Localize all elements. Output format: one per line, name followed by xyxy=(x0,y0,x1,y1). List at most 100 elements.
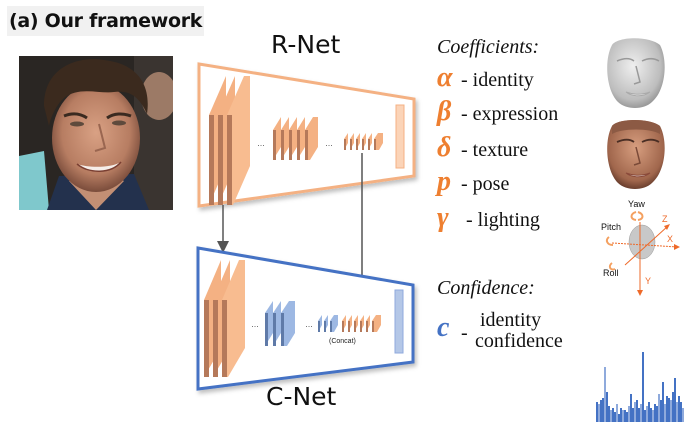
figure-title: (a) Our framework xyxy=(7,6,205,36)
histogram-bar xyxy=(662,382,664,422)
histogram-bar xyxy=(666,396,668,422)
r-net-ellipsis-1: … xyxy=(257,139,265,148)
yaw-label: Yaw xyxy=(628,199,645,209)
c-net-fc-layer xyxy=(394,289,404,354)
confidence-label: identity confidence xyxy=(475,310,563,352)
histogram-bar xyxy=(642,352,644,422)
y-axis-label: Y xyxy=(645,276,651,286)
histogram-bar xyxy=(680,402,682,422)
coefficient-expression: β- expression xyxy=(437,96,559,127)
coefficient-pose: p- pose xyxy=(437,166,510,197)
histogram-bar xyxy=(672,392,674,422)
histogram-bar xyxy=(648,402,650,422)
histogram-bar xyxy=(652,410,654,422)
r-net-label: R-Net xyxy=(271,30,341,59)
histogram-bar xyxy=(664,404,666,422)
coefficients-heading: Coefficients: xyxy=(437,36,540,58)
r-net-ellipsis-2: … xyxy=(325,139,333,148)
c-symbol: c xyxy=(437,312,450,343)
coefficient-identity: α- identity xyxy=(437,62,534,93)
histogram-bar xyxy=(634,402,636,422)
histogram-bar xyxy=(640,404,642,422)
concat-label: (Concat) xyxy=(329,338,356,345)
histogram-bar xyxy=(636,400,638,422)
shape-face-render xyxy=(607,38,665,108)
c-net-conv-layers-small-orange xyxy=(342,315,381,332)
histogram-bar xyxy=(600,400,602,422)
histogram-bar xyxy=(638,408,640,422)
histogram-bar xyxy=(604,367,606,422)
histogram-bar xyxy=(620,408,622,422)
histogram-bar xyxy=(624,410,626,422)
pitch-label: Pitch xyxy=(601,222,621,232)
c-net-conv-layers-small-blue xyxy=(318,315,338,332)
histogram-bar xyxy=(674,378,676,422)
r-net-conv-layers-mid xyxy=(273,117,318,160)
histogram-bar xyxy=(658,394,660,422)
roll-label: Roll xyxy=(603,268,619,278)
histogram-bar xyxy=(678,396,680,422)
coefficient-lighting: γ - lighting xyxy=(437,202,540,233)
c-net-ellipsis-2: … xyxy=(305,320,313,329)
confidence-heading: Confidence: xyxy=(437,277,535,299)
histogram-bar xyxy=(626,412,628,422)
c-net-block: … … xyxy=(196,246,415,391)
histogram-bar xyxy=(650,408,652,422)
z-axis-label: Z xyxy=(662,214,668,224)
coefficient-texture: δ- texture xyxy=(437,132,529,163)
r-net-block: … … xyxy=(197,62,416,208)
histogram-bar xyxy=(622,410,624,422)
face-photo-icon xyxy=(19,56,173,210)
input-face-photo xyxy=(19,56,173,210)
histogram-bar xyxy=(610,410,612,422)
histogram-bar xyxy=(654,404,656,422)
histogram-bar xyxy=(682,408,684,422)
pose-head-icon xyxy=(628,224,656,260)
confidence-dash: - xyxy=(461,322,468,344)
histogram-bar xyxy=(596,402,598,422)
c-net-label: C-Net xyxy=(266,382,337,411)
pose-axes-figure: Yaw Pitch Roll Z X Y xyxy=(601,199,680,296)
histogram-bar xyxy=(614,412,616,422)
x-axis-label: X xyxy=(667,234,673,244)
histogram-bar xyxy=(628,406,630,422)
c-net-conv-layers-mid xyxy=(265,301,295,346)
histogram-bar xyxy=(602,398,604,422)
beta-symbol: β xyxy=(437,96,452,127)
confidence-legend: Confidence: xyxy=(437,277,535,300)
histogram-bar xyxy=(612,408,614,422)
p-symbol: p xyxy=(437,166,451,197)
histogram-bar xyxy=(646,406,648,422)
histogram-bar xyxy=(632,408,634,422)
histogram-bar xyxy=(660,400,662,422)
histogram-bar xyxy=(630,394,632,422)
histogram-bar xyxy=(644,410,646,422)
r-net-conv-layers-large xyxy=(209,76,250,205)
coefficients-legend: Coefficients: xyxy=(437,36,539,59)
histogram-bar xyxy=(668,398,670,422)
c-net-ellipsis-1: … xyxy=(251,320,259,329)
alpha-symbol: α xyxy=(437,62,453,93)
roll-rotation-icon xyxy=(608,262,616,271)
histogram-bar xyxy=(606,392,608,422)
histogram-bar xyxy=(598,404,600,422)
r-net-conv-layers-small xyxy=(344,133,383,150)
pitch-rotation-icon xyxy=(605,236,614,246)
histogram-bar xyxy=(608,406,610,422)
confidence-label-line1: identity xyxy=(480,309,542,331)
histogram-bar xyxy=(616,404,618,422)
c-net-frame xyxy=(196,246,415,391)
delta-symbol: δ xyxy=(437,132,452,163)
histogram-bar xyxy=(656,406,658,422)
histogram-bar xyxy=(670,400,672,422)
histogram-bar xyxy=(676,402,678,422)
confidence-histogram xyxy=(596,352,684,422)
yaw-rotation-icon xyxy=(630,211,644,221)
r-net-fc-layer xyxy=(395,104,405,169)
gamma-symbol: γ xyxy=(437,202,449,233)
confidence-label-line2: confidence xyxy=(475,330,563,352)
histogram-bar xyxy=(618,414,620,422)
c-net-conv-layers-large xyxy=(204,260,245,377)
textured-face-render xyxy=(607,120,665,189)
